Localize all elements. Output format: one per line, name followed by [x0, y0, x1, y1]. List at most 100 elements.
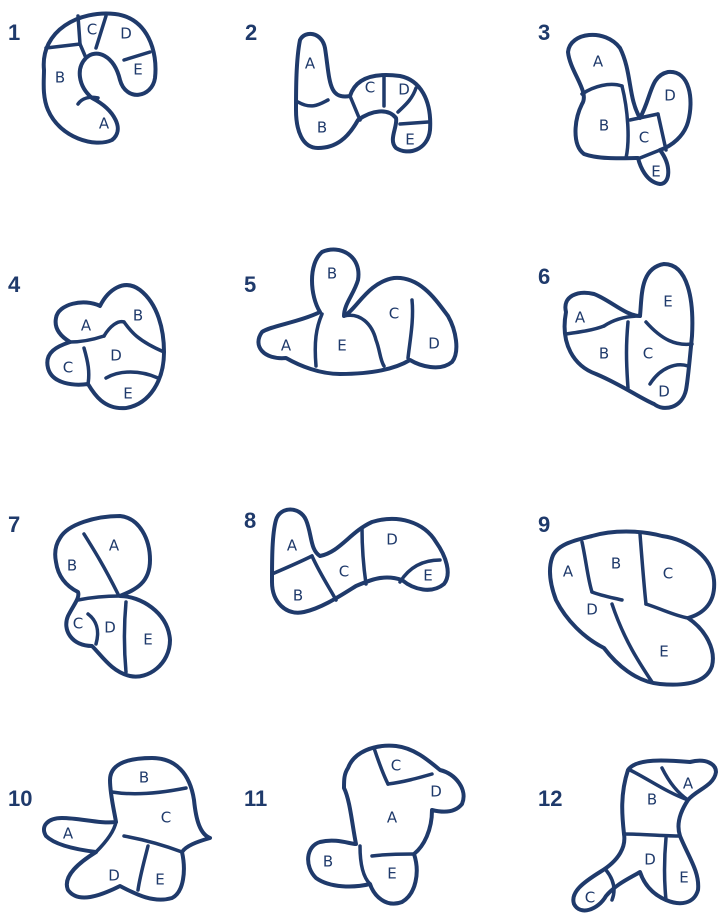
region-label: C: [339, 563, 349, 581]
region-label: E: [663, 293, 672, 311]
region-label: C: [391, 757, 401, 775]
region-divider: [665, 838, 667, 900]
figure-outline: [47, 285, 164, 408]
region-divider: [627, 322, 629, 388]
figure-12: 12 A B C D E: [538, 760, 716, 910]
region-divider: [582, 84, 622, 94]
figure-11: 11 A B C D E: [244, 746, 464, 904]
region-label: D: [104, 619, 116, 637]
region-label: B: [133, 307, 143, 325]
figure-outline: [568, 35, 691, 184]
region-label: D: [644, 851, 656, 869]
region-label: E: [651, 163, 660, 181]
region-divider: [604, 316, 640, 326]
region-divider: [650, 365, 688, 384]
region-label: C: [585, 889, 595, 907]
region-divider: [362, 528, 366, 584]
region-label: C: [639, 129, 649, 147]
region-divider: [88, 614, 98, 644]
region-label: E: [387, 865, 396, 883]
region-divider: [78, 16, 80, 44]
region-label: A: [593, 53, 604, 71]
region-label: A: [287, 537, 298, 555]
region-label: A: [109, 537, 120, 555]
region-divider: [344, 315, 384, 366]
region-label: B: [317, 119, 327, 137]
region-divider: [350, 96, 360, 120]
region-label: B: [55, 69, 65, 87]
region-label: B: [67, 557, 77, 575]
region-label: A: [387, 809, 398, 827]
figure-number: 2: [245, 20, 257, 45]
region-label: D: [428, 335, 440, 353]
region-label: E: [133, 61, 142, 79]
region-divider: [374, 748, 388, 784]
region-divider: [360, 846, 370, 884]
figure-8: 8 A B C D E: [244, 508, 448, 613]
figure-number: 10: [8, 786, 32, 811]
region-divider: [408, 300, 413, 358]
figure-number: 5: [244, 272, 256, 297]
region-divider: [138, 846, 148, 890]
region-divider: [315, 314, 322, 366]
region-label: A: [81, 317, 92, 335]
region-label: B: [599, 345, 609, 363]
region-divider: [582, 542, 592, 592]
region-divider: [312, 556, 336, 600]
region-label: B: [327, 265, 337, 283]
region-divider: [272, 556, 312, 574]
region-label: D: [398, 81, 410, 99]
region-divider: [612, 604, 652, 682]
region-divider: [124, 836, 182, 852]
region-label: D: [386, 531, 398, 549]
region-label: D: [120, 25, 132, 43]
figure-number: 1: [8, 20, 20, 45]
region-divider: [106, 372, 158, 378]
region-divider: [70, 336, 104, 342]
region-divider: [104, 322, 124, 336]
region-label: D: [664, 87, 676, 105]
region-label: B: [293, 587, 303, 605]
region-divider: [78, 596, 120, 600]
region-divider: [640, 534, 646, 604]
region-divider: [630, 114, 658, 120]
region-divider: [372, 854, 414, 856]
figure-6: 6 A B C D E: [538, 264, 692, 408]
region-divider: [112, 788, 186, 794]
region-divider: [640, 150, 660, 158]
region-label: C: [87, 21, 97, 39]
region-divider: [592, 592, 622, 600]
region-label: C: [663, 565, 673, 583]
region-label: B: [611, 555, 621, 573]
region-divider: [400, 560, 440, 582]
region-label: A: [63, 825, 74, 843]
figure-number: 8: [244, 508, 256, 533]
figure-1: 1 A B C D E: [8, 13, 156, 142]
figure-10: 10 A B C D E: [8, 758, 210, 900]
region-divider: [298, 100, 328, 106]
figure-2: 2 A B C D E: [245, 20, 430, 151]
region-label: C: [643, 345, 653, 363]
region-label: E: [423, 567, 432, 585]
region-divider: [125, 602, 127, 672]
region-label: C: [63, 359, 73, 377]
figure-number: 9: [538, 512, 550, 537]
region-divider: [400, 122, 428, 124]
region-label: E: [679, 869, 688, 887]
figure-outline: [258, 250, 456, 374]
region-divider: [624, 834, 680, 836]
region-divider: [96, 16, 106, 48]
region-divider: [566, 326, 604, 334]
region-label: D: [108, 867, 120, 885]
figure-4: 4 A B C D E: [8, 272, 164, 408]
figure-7: 7 A B C D E: [8, 512, 170, 677]
region-label: B: [647, 791, 657, 809]
region-label: E: [155, 871, 164, 889]
region-divider: [622, 86, 628, 158]
region-label: E: [123, 385, 132, 403]
region-divider: [630, 770, 688, 800]
region-divider: [84, 348, 89, 384]
region-label: E: [143, 631, 152, 649]
region-label: D: [658, 383, 670, 401]
